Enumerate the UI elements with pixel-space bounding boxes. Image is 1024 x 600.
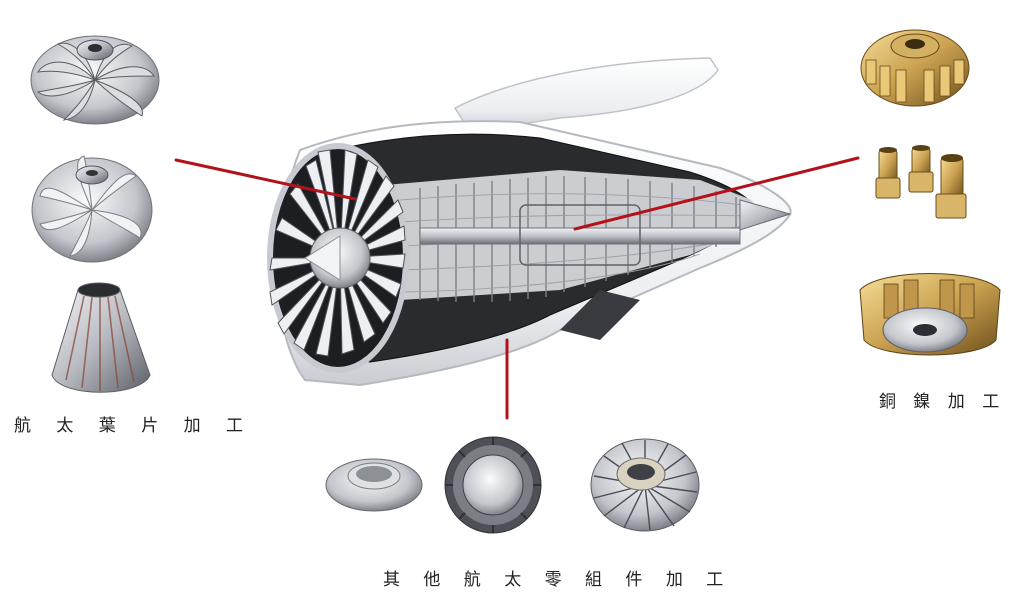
ring-part-plain xyxy=(325,458,423,512)
impeller-part-middle xyxy=(31,155,153,263)
impeller-part-top xyxy=(30,35,160,125)
other-components-label: 其 他 航 太 零 組 件 加 工 xyxy=(383,570,733,590)
turbine-engine-cutaway xyxy=(267,57,792,387)
connector-lines xyxy=(174,156,860,420)
aerospace-blade-label: 航 太 葉 片 加 工 xyxy=(14,416,254,436)
brass-gear-part xyxy=(860,29,970,107)
copper-nickel-label: 銅 鎳 加 工 xyxy=(879,392,1006,412)
brass-assembly-part xyxy=(859,273,1001,356)
connector-line-blade xyxy=(174,158,357,201)
brass-nozzle-part xyxy=(875,145,967,219)
cone-part xyxy=(51,282,151,393)
connector-line-copper xyxy=(573,156,860,231)
ring-part-toothed xyxy=(444,436,542,534)
ring-part-vaned xyxy=(590,438,700,532)
